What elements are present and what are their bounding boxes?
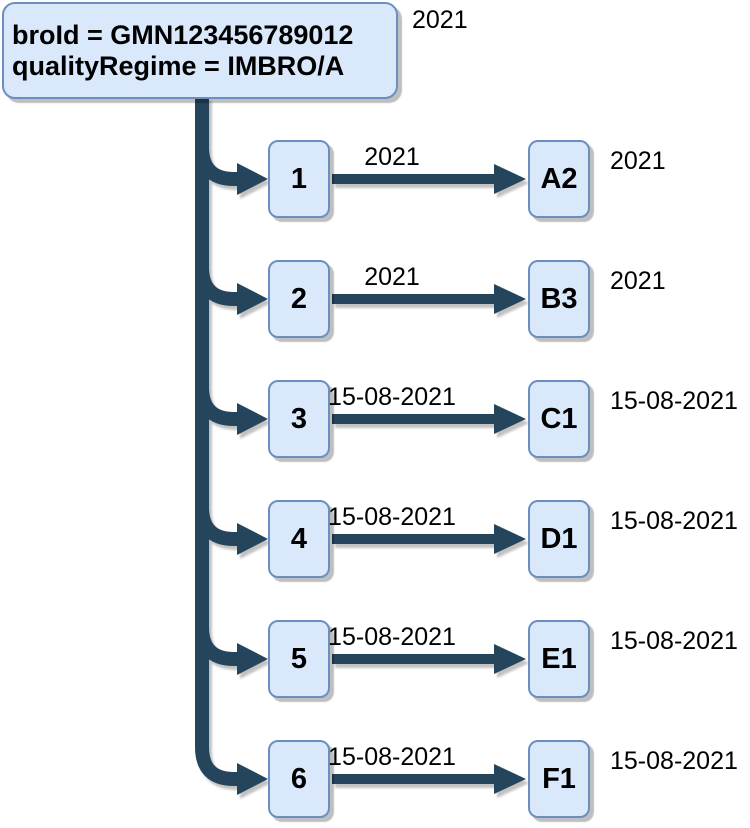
- target-node[interactable]: C1: [528, 380, 590, 458]
- edge-arrowhead-icon: [494, 164, 526, 194]
- target-date-label: 15-08-2021: [610, 627, 738, 655]
- branch-arrowhead-icon: [237, 403, 268, 435]
- edge-arrowhead-icon: [494, 404, 526, 434]
- root-year-label: 2021: [412, 6, 468, 34]
- target-node-label: B3: [540, 282, 578, 315]
- target-date-label: 15-08-2021: [610, 387, 738, 415]
- source-node[interactable]: 2: [268, 260, 330, 338]
- target-node[interactable]: D1: [528, 500, 590, 578]
- edge-arrowhead-icon: [494, 644, 526, 674]
- edge-arrowhead-icon: [494, 524, 526, 554]
- target-node-label: C1: [540, 402, 578, 435]
- branch-arrowhead-icon: [237, 523, 268, 555]
- branch-arrowhead-icon: [237, 763, 268, 795]
- source-node[interactable]: 5: [268, 620, 330, 698]
- target-node-label: D1: [540, 522, 578, 555]
- source-node-label: 6: [290, 762, 308, 795]
- source-node-label: 5: [290, 642, 308, 675]
- target-date-label: 2021: [610, 147, 666, 175]
- source-node-label: 3: [290, 402, 308, 435]
- branch-arrowhead-icon: [237, 283, 268, 315]
- root-node-line1: broId = GMN123456789012: [12, 19, 354, 50]
- source-node[interactable]: 3: [268, 380, 330, 458]
- source-node[interactable]: 1: [268, 140, 330, 218]
- branch-arrowhead-icon: [237, 643, 268, 675]
- target-date-label: 2021: [610, 267, 666, 295]
- branch-arrowhead-icon: [237, 163, 268, 195]
- source-node-label: 2: [290, 282, 308, 315]
- root-node[interactable]: broId = GMN123456789012 qualityRegime = …: [2, 2, 398, 99]
- source-node-label: 1: [290, 162, 308, 195]
- target-date-label: 15-08-2021: [610, 747, 738, 775]
- target-node[interactable]: A2: [528, 140, 590, 218]
- trunk-connector: [195, 97, 238, 786]
- edge-arrowhead-icon: [494, 284, 526, 314]
- source-node[interactable]: 6: [268, 740, 330, 818]
- branch-connector: [195, 626, 238, 666]
- source-node-label: 4: [290, 522, 308, 555]
- branch-connector: [195, 386, 238, 426]
- target-node[interactable]: B3: [528, 260, 590, 338]
- target-node-label: F1: [542, 762, 576, 795]
- source-node[interactable]: 4: [268, 500, 330, 578]
- target-node[interactable]: E1: [528, 620, 590, 698]
- target-date-label: 15-08-2021: [610, 507, 738, 535]
- root-node-line2: qualityRegime = IMBRO/A: [12, 50, 345, 81]
- target-node-label: A2: [540, 162, 578, 195]
- edge-date-label: 2021: [364, 143, 420, 171]
- branch-connector: [195, 146, 238, 186]
- edge-date-label: 15-08-2021: [328, 503, 456, 531]
- target-node-label: E1: [541, 642, 577, 675]
- branch-connector: [195, 266, 238, 306]
- edge-date-label: 15-08-2021: [328, 623, 456, 651]
- edge-date-label: 15-08-2021: [328, 383, 456, 411]
- edge-date-label: 15-08-2021: [328, 743, 456, 771]
- edge-arrowhead-icon: [494, 764, 526, 794]
- target-node[interactable]: F1: [528, 740, 590, 818]
- edge-date-label: 2021: [364, 263, 420, 291]
- branch-connector: [195, 506, 238, 546]
